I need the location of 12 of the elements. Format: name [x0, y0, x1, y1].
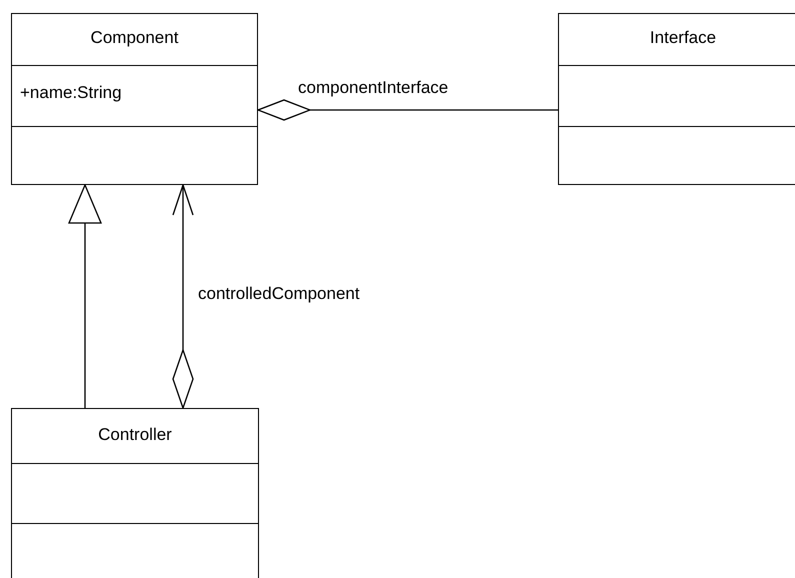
class-box	[11, 408, 259, 578]
class-name: Interface	[648, 28, 718, 48]
edge-label: componentInterface	[296, 78, 450, 98]
class-box	[558, 13, 795, 185]
aggregation-line	[257, 99, 558, 121]
attribute: +name:String	[20, 83, 122, 103]
aggregation-line	[172, 184, 194, 409]
class-name: Controller	[97, 424, 173, 444]
class-box	[11, 13, 258, 185]
inheritance-arrow	[68, 184, 102, 408]
edge-label: controlledComponent	[196, 284, 362, 304]
class-name: Component	[90, 28, 180, 48]
